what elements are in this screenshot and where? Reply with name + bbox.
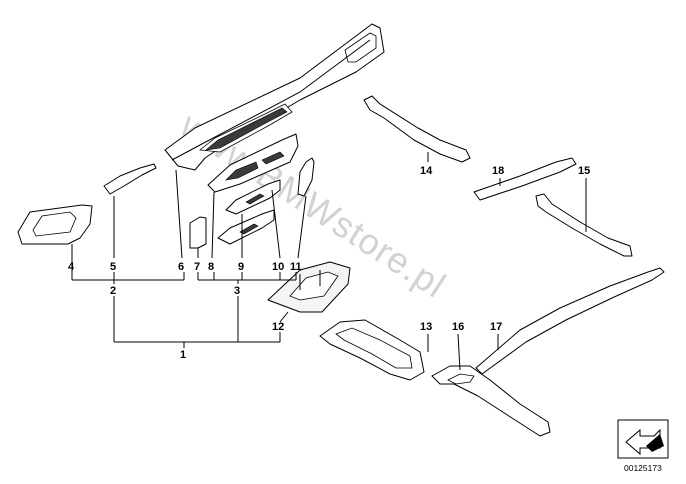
part-13-console-trim[interactable] <box>319 319 425 381</box>
callout-4: 4 <box>68 261 75 273</box>
callout-10: 10 <box>272 261 284 273</box>
callout-5: 5 <box>110 261 116 273</box>
part-17-long-trim[interactable] <box>475 267 665 375</box>
part-11-side-trim[interactable] <box>297 157 315 197</box>
callout-12: 12 <box>272 321 284 333</box>
part-14-door-trim[interactable] <box>363 95 471 163</box>
callout-9: 9 <box>238 261 244 273</box>
callout-6: 6 <box>178 261 184 273</box>
callouts: 1 2 3 4 5 6 7 8 9 10 11 12 13 14 15 16 1… <box>68 165 590 361</box>
callout-16: 16 <box>452 321 464 333</box>
callout-18: 18 <box>492 165 504 177</box>
reference-code: 00125173 <box>624 463 662 473</box>
arrow-page-icon <box>617 419 669 459</box>
part-15-door-trim[interactable] <box>535 193 633 257</box>
part-12-center-console-frame[interactable] <box>267 261 351 313</box>
part-4-left-vent-trim[interactable] <box>17 204 93 245</box>
callout-17: 17 <box>490 321 502 333</box>
callout-8: 8 <box>208 261 214 273</box>
callout-15: 15 <box>578 165 590 177</box>
part-9-center-panel[interactable] <box>225 179 281 215</box>
part-5-trim-strip[interactable] <box>103 163 157 195</box>
callout-7: 7 <box>194 261 200 273</box>
part-dashboard-trim[interactable] <box>164 23 385 171</box>
part-16-door-handle-trim[interactable] <box>431 365 551 437</box>
callout-11: 11 <box>290 261 302 273</box>
part-7-cover[interactable] <box>189 216 207 249</box>
callout-3: 3 <box>234 285 240 297</box>
callout-14: 14 <box>420 165 433 177</box>
callout-13: 13 <box>420 321 432 333</box>
part-10-lower-panel[interactable] <box>217 209 275 245</box>
callout-1: 1 <box>180 349 186 361</box>
part-18-trim-strip[interactable] <box>473 157 577 201</box>
callout-2: 2 <box>110 285 116 297</box>
part-8-center-bezel[interactable] <box>207 133 299 193</box>
leader-lines <box>71 152 587 371</box>
